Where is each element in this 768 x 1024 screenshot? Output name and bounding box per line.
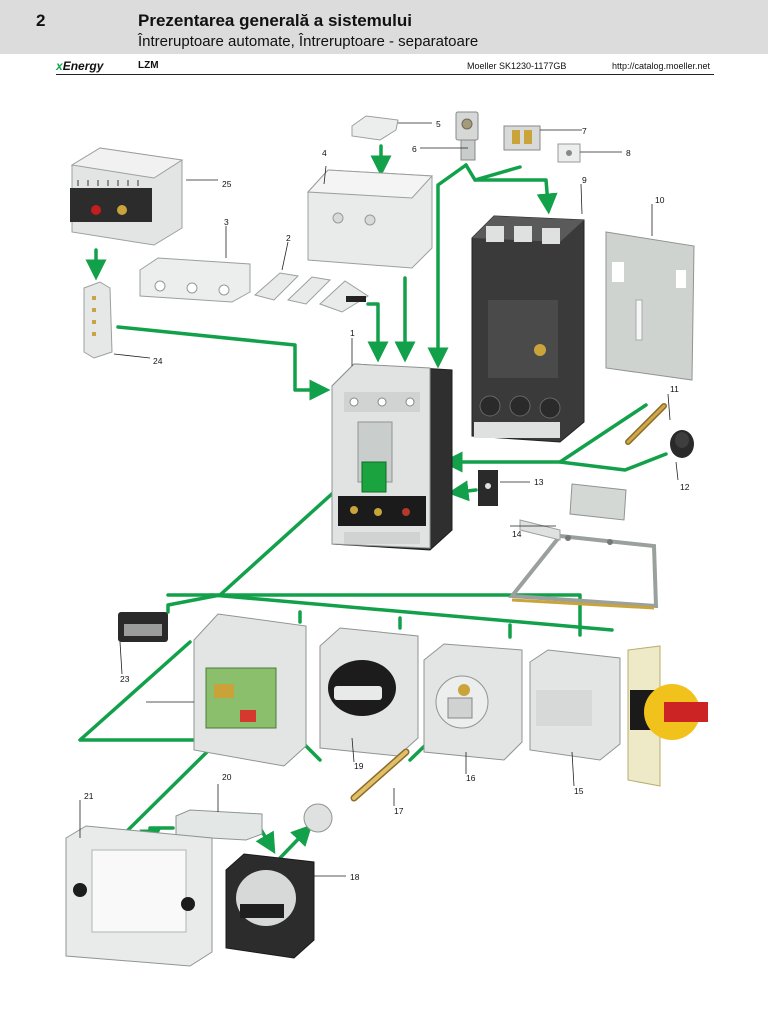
product-name: LZM xyxy=(138,60,159,71)
brand-logo: xEnergy xyxy=(56,59,103,73)
header-rule xyxy=(56,74,714,75)
component-23-plug-connector xyxy=(118,612,168,642)
page-title: Prezentarea generală a sistemului xyxy=(138,11,413,30)
callout-7: 7 xyxy=(582,126,587,136)
callout-20: 20 xyxy=(222,772,232,782)
callout-6: 6 xyxy=(412,144,417,154)
component-5-cover-cap xyxy=(351,115,399,141)
component-19-rotary-handle xyxy=(319,627,419,757)
callout-24: 24 xyxy=(153,356,163,366)
callout-12: 12 xyxy=(680,482,690,492)
component-13-auxiliary-switch xyxy=(478,470,498,506)
callout-16: 16 xyxy=(466,773,476,783)
component-21-door-escutcheon xyxy=(65,825,213,967)
catalog-url[interactable]: http://catalog.moeller.net xyxy=(612,61,711,71)
callout-9: 9 xyxy=(582,175,587,185)
callout-5: 5 xyxy=(436,119,441,129)
component-6-box-terminal xyxy=(455,111,479,161)
header-band xyxy=(0,0,768,54)
component-17-extension-shaft xyxy=(350,748,410,802)
brand-name: Energy xyxy=(62,59,104,73)
component-16-rotary-handle xyxy=(423,643,523,761)
callout-18: 18 xyxy=(350,872,360,882)
component-3-terminal-covers xyxy=(139,257,251,303)
callout-4: 4 xyxy=(322,148,327,158)
component-18-door-handle xyxy=(225,803,333,959)
callout-3: 3 xyxy=(224,217,229,227)
component-15-main-switch xyxy=(529,645,708,787)
callout-11: 11 xyxy=(670,384,679,394)
callout-1: 1 xyxy=(350,328,355,338)
callout-13: 13 xyxy=(534,477,544,487)
chapter-number: 2 xyxy=(36,11,46,30)
callout-21: 21 xyxy=(84,791,94,801)
callout-15: 15 xyxy=(574,786,584,796)
component-11-extension-shaft xyxy=(625,403,667,445)
component-1-circuit-breaker xyxy=(331,363,453,551)
callout-14: 14 xyxy=(512,529,522,539)
callout-23: 23 xyxy=(120,674,130,684)
component-8-control-terminal xyxy=(557,143,581,163)
component-electronic-release-unit xyxy=(193,613,307,767)
callout-25: 25 xyxy=(222,179,232,189)
callout-2: 2 xyxy=(286,233,291,243)
component-10-mounting-plate xyxy=(605,231,695,381)
component-7-tunnel-terminal xyxy=(503,125,541,151)
page-subtitle: Întreruptoare automate, Întreruptoare - … xyxy=(138,33,479,50)
component-14-mounting-frame xyxy=(508,483,659,610)
component-2-phase-barriers xyxy=(253,272,369,313)
component-4-terminal-shroud xyxy=(306,169,434,269)
callout-10: 10 xyxy=(655,195,665,205)
component-12-coupling xyxy=(670,430,694,458)
callout-19: 19 xyxy=(354,761,364,771)
catalog-reference: Moeller SK1230-1177GB xyxy=(467,61,567,71)
callout-leader-lines xyxy=(79,122,679,877)
component-25-measurement-module xyxy=(70,147,184,246)
callout-17: 17 xyxy=(394,806,404,816)
callout-8: 8 xyxy=(626,148,631,158)
component-9-plug-in-base xyxy=(471,215,585,443)
component-24-auxiliary-contact xyxy=(83,281,113,359)
brand-prefix: x xyxy=(56,59,63,73)
callout-numbers: 5 6 7 8 4 9 10 25 3 2 24 1 11 12 13 14 2… xyxy=(84,119,690,882)
